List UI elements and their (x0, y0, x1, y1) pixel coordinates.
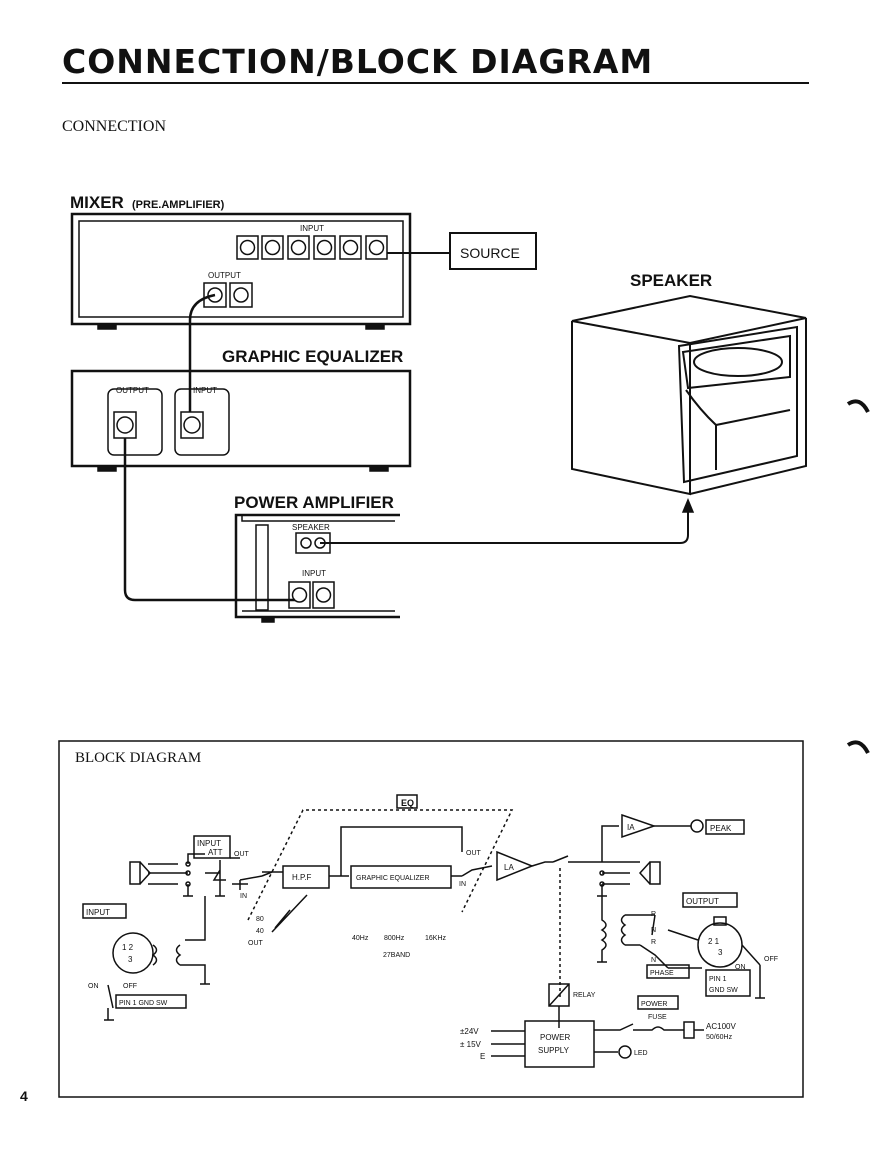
v24-label: ±24V (460, 1027, 479, 1036)
mixer-sub-label: (PRE.AMPLIFIER) (132, 199, 225, 211)
output-xlr (697, 922, 743, 968)
output-pin3-label: 3 (718, 948, 723, 957)
output-off-label: OFF (764, 956, 778, 963)
input-pin3-label: 3 (128, 955, 133, 964)
eq-box (396, 794, 418, 809)
block-diagram-frame (58, 740, 804, 1098)
input-label: INPUT (86, 908, 110, 917)
geq-label: GRAPHIC EQUALIZER (222, 347, 403, 366)
la-label: LA (504, 863, 514, 872)
mixer-box (70, 212, 412, 326)
peak-box (705, 819, 745, 835)
poweramp-label: POWER AMPLIFIER (234, 493, 394, 512)
la-amp (496, 850, 535, 882)
geq-amp-cable (123, 438, 295, 602)
mixer-output-jacks (203, 282, 253, 308)
geq-output-panel (107, 388, 163, 456)
eq-label: EQ (401, 798, 414, 808)
geq-box (70, 369, 412, 468)
eq-in-label: IN (459, 881, 466, 888)
input-att-label-1: INPUT (197, 839, 221, 848)
phase-label: PHASE (650, 970, 674, 977)
hpf-box (282, 865, 330, 889)
phase-n2-label: N (651, 957, 656, 964)
band-label: 27BAND (383, 952, 410, 959)
pin1-right-label-2: GND SW (709, 987, 738, 994)
page-title: CONNECTION∕BLOCK DIAGRAM (62, 42, 654, 81)
mixer-output-label: OUTPUT (208, 271, 241, 280)
phase-n1-label: N (651, 927, 656, 934)
output-on-label: ON (735, 964, 746, 971)
geq-input-label: INPUT (193, 386, 217, 395)
hpf-40-label: 40 (256, 928, 264, 935)
input-pins-label: 1 2 (122, 943, 134, 952)
page-number: 4 (20, 1088, 28, 1104)
title-rule (62, 82, 809, 84)
hpf-80-label: 80 (256, 916, 264, 923)
geq-input-jack (180, 411, 204, 439)
relay-label: RELAY (573, 992, 596, 999)
connection-heading: CONNECTION (62, 118, 166, 135)
pin1-left-label: PIN 1 GND SW (119, 1000, 168, 1007)
mixer-input-label: INPUT (300, 224, 324, 233)
output-pins-label: 2 1 (708, 937, 720, 946)
peak-label: PEAK (710, 824, 732, 833)
input-xlr (112, 932, 154, 974)
freq-800-label: 800Hz (384, 935, 405, 942)
fuse-label: FUSE (648, 1014, 667, 1021)
poweramp-box (234, 513, 400, 619)
amp-speaker-cable (320, 506, 689, 544)
led-label: LED (634, 1050, 648, 1057)
input-att-label-2: ATT (208, 848, 223, 857)
geq-output-label: OUTPUT (116, 386, 149, 395)
ps-label-1: POWER (540, 1033, 570, 1042)
phase-r1-label: R (651, 911, 656, 918)
input-off-label: OFF (123, 983, 137, 990)
geq-input-panel (174, 388, 230, 456)
eq-out-label: OUT (466, 850, 482, 857)
geq-block-label: GRAPHIC EQUALIZER (356, 875, 430, 882)
att-in-label: IN (240, 893, 247, 900)
att-out-label: OUT (234, 851, 250, 858)
speaker-label: SPEAKER (630, 271, 712, 290)
ia-label: IA (627, 823, 635, 832)
source-label: SOURCE (460, 245, 520, 261)
phase-box (646, 964, 690, 979)
mixer-inner (78, 220, 404, 318)
poweramp-speaker-label: SPEAKER (292, 523, 330, 532)
power-switch-box (637, 995, 679, 1010)
source-box (449, 232, 537, 270)
output-label: OUTPUT (686, 897, 719, 906)
input-on-label: ON (88, 983, 99, 990)
freq-40-label: 40Hz (352, 935, 369, 942)
mixer-geq-cable (188, 293, 216, 412)
ac-label-2: 50/60Hz (706, 1034, 733, 1041)
mixer-input-jacks (236, 235, 388, 260)
hpf-out-label: OUT (248, 940, 264, 947)
block-diagram-heading: BLOCK DIAGRAM (75, 750, 201, 766)
v15-label: ± 15V (460, 1040, 482, 1049)
phase-r2-label: R (651, 939, 656, 946)
poweramp-handle (255, 524, 269, 611)
pin1-right-box (705, 969, 751, 997)
input-box (82, 903, 127, 919)
poweramp-input-jack-1 (288, 581, 311, 609)
geq-block (350, 865, 452, 889)
pin1-left-box (115, 994, 187, 1009)
poweramp-input-label: INPUT (302, 569, 326, 578)
hpf-label: H.P.F (292, 873, 312, 882)
ac-label-1: AC100V (706, 1022, 736, 1031)
power-label: POWER (641, 1001, 667, 1008)
pin1-right-label-1: PIN 1 (709, 976, 727, 983)
output-box (682, 892, 738, 908)
freq-16k-label: 16KHz (425, 935, 447, 942)
poweramp-input-jack-2 (312, 581, 335, 609)
input-att-box (193, 835, 231, 859)
speaker-cabinet (571, 294, 807, 496)
mixer-label: MIXER (70, 193, 124, 212)
ps-label-2: SUPPLY (538, 1046, 570, 1055)
ground-e-label: E (480, 1052, 485, 1061)
